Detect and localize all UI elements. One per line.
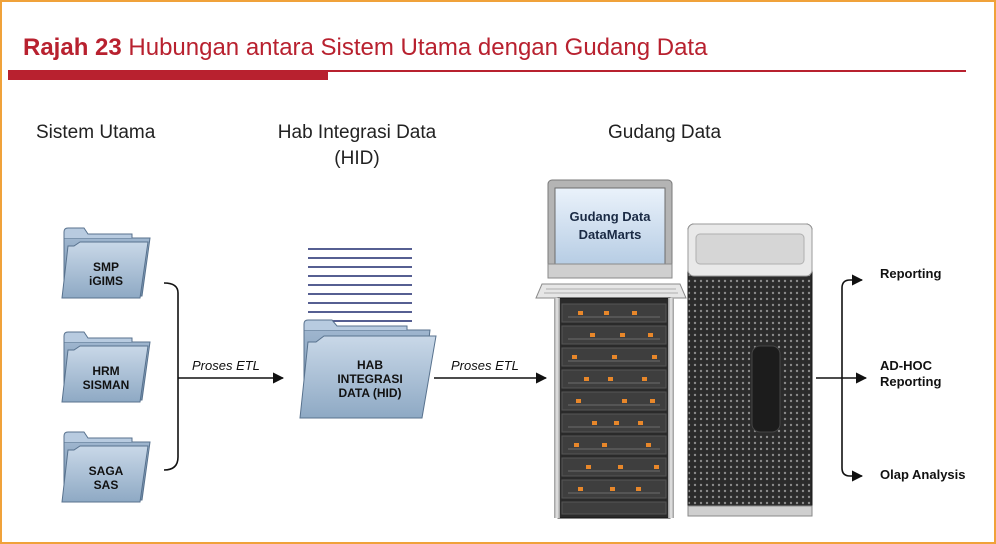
bracket <box>163 282 179 471</box>
server-rack-icon <box>554 297 674 519</box>
output-adhoc-line1: AD-HOC <box>880 358 932 373</box>
folder-text: DATA (HID) <box>338 386 402 400</box>
folder-text: HRM <box>92 364 120 378</box>
figure-title: Rajah 23 Hubungan antara Sistem Utama de… <box>23 34 707 62</box>
folder-icon <box>61 331 151 403</box>
folder-text: SAS <box>93 478 119 492</box>
folder-label-hrm: HRM SISMAN <box>74 364 138 392</box>
title-rule <box>8 70 966 72</box>
screen-line1: Gudang Data <box>569 209 651 224</box>
title-rule-accent <box>8 72 328 80</box>
folder-label-saga: SAGA SAS <box>74 464 138 492</box>
header-sistem-utama: Sistem Utama <box>36 122 156 143</box>
folder-icon <box>61 227 151 299</box>
folder-text: SAGA <box>88 464 124 478</box>
output-reporting: Reporting <box>880 266 942 281</box>
folder-label-smp: SMP iGIMS <box>74 260 138 288</box>
folder-text: iGIMS <box>88 274 123 288</box>
folder-text: INTEGRASI <box>337 372 403 386</box>
header-gudang-data: Gudang Data <box>608 122 722 143</box>
header-hab-integrasi: Hab Integrasi Data (HID) <box>257 120 457 172</box>
folder-icon <box>61 431 151 503</box>
document-lines-icon <box>308 248 412 322</box>
monitor-icon <box>535 179 687 299</box>
etl-label-right: Proses ETL <box>451 358 519 373</box>
folder-label-hub: HAB INTEGRASI DATA (HID) <box>318 358 422 400</box>
folder-text: SISMAN <box>82 378 130 392</box>
output-adhoc: AD-HOC Reporting <box>880 358 941 390</box>
monitor-screen-text: Gudang Data DataMarts <box>555 208 665 244</box>
screen-line2: DataMarts <box>578 227 642 242</box>
header-hab-line1: Hab Integrasi Data <box>277 122 437 143</box>
output-olap: Olap Analysis <box>880 467 966 482</box>
output-connector <box>816 274 868 482</box>
header-hab-line2: (HID) <box>334 148 380 169</box>
output-adhoc-line2: Reporting <box>880 374 942 389</box>
tower-server-icon <box>687 223 813 517</box>
folder-text: SMP <box>92 260 119 274</box>
figure-caption: Hubungan antara Sistem Utama dengan Guda… <box>128 34 708 61</box>
etl-label-left: Proses ETL <box>192 358 260 373</box>
folder-text: HAB <box>357 358 383 372</box>
figure-number: Rajah 23 <box>23 34 122 61</box>
folder-icon <box>299 319 437 419</box>
